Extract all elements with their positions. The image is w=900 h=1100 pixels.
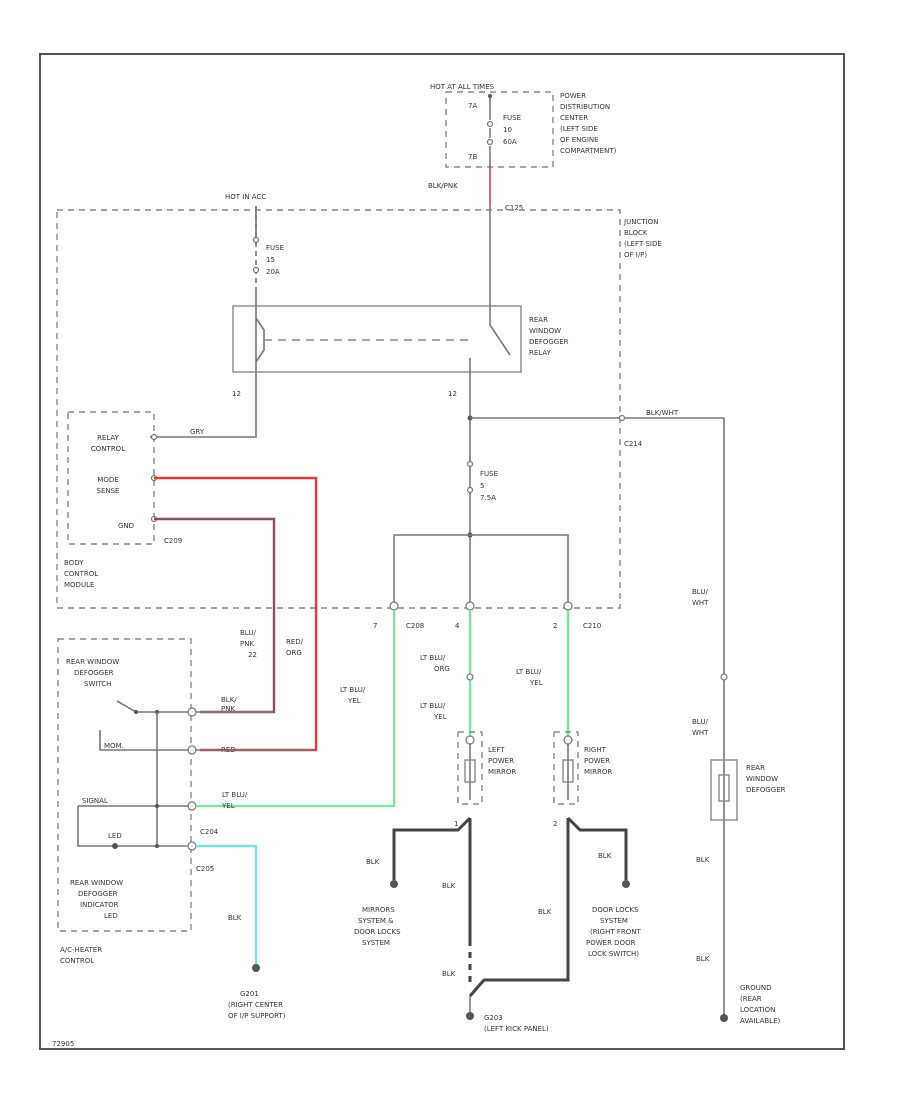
switch-box [57, 638, 192, 932]
left-mirror-pin: 1 [454, 820, 458, 828]
wire-label-blk-pnk: BLK/PNK [221, 696, 237, 713]
junction-block-box [56, 209, 621, 609]
conn-c210: C210 [583, 622, 601, 630]
wire-gry: GRY [190, 428, 205, 436]
wire-label-blk-d: BLK [442, 970, 456, 978]
wire-label-red-org: RED/ORG [286, 638, 304, 657]
wire-label-blk-pnk-top: BLK/PNK [428, 182, 458, 190]
wire-blk-door-locks [566, 816, 628, 880]
wire-label-lt-blu-yel-sw: LT BLU/YEL [221, 791, 248, 810]
diagram-frame [39, 53, 845, 1050]
switch-momentary: MOM. [104, 742, 124, 750]
conn-c208: C208 [406, 622, 424, 630]
bcm-gnd: GND [118, 522, 134, 530]
wire-label-blk-e: BLK [598, 852, 612, 860]
pin-2: 2 [553, 622, 557, 630]
wire-label-lt-blu-yel-rm: LT BLU/YEL [516, 668, 543, 687]
wire-label-blk-c: BLK [442, 882, 456, 890]
pdc-term-7b: 7B [468, 153, 477, 161]
wire-blk-mirrors-sys [392, 816, 472, 880]
switch-signal: SIGNAL [82, 797, 108, 805]
wire-label-blk-g: BLK [696, 856, 710, 864]
pdc-term-7a: 7A [468, 102, 477, 110]
diagram-id: 72905 [52, 1040, 74, 1048]
defogger-element [710, 759, 738, 821]
wire-lt-blu-yel-sw [196, 610, 396, 808]
wire-label-lt-blu-org: LT BLU/ORG [420, 654, 450, 673]
conn-c125: C125 [505, 204, 523, 212]
wire-blk-g201 [196, 844, 258, 966]
wire-label-blu-wht-a: BLU/WHT [692, 588, 709, 607]
conn-c205: C205 [196, 865, 214, 873]
left-mirror-box [457, 731, 483, 805]
conn-c204: C204 [200, 828, 219, 836]
pin-7: 7 [373, 622, 377, 630]
right-mirror-pin: 2 [553, 820, 557, 828]
defogger-relay-box [232, 305, 522, 373]
relay-pin-12a: 12 [232, 390, 241, 398]
wire-label-blk-h: BLK [696, 955, 710, 963]
pin-4: 4 [455, 622, 460, 630]
ground-g203: G203(LEFT KICK PANEL) [484, 1014, 549, 1033]
pdc-box [445, 91, 554, 168]
wire-label-blk-b: BLK [366, 858, 380, 866]
wire-blk-wht-top: BLK/WHT [646, 409, 679, 417]
indicator-led: LED [108, 832, 122, 840]
relay-pin-12b: 12 [448, 390, 457, 398]
wire-label-blk-f: BLK [538, 908, 552, 916]
wire-label-blu-wht-b: BLU/WHT [692, 718, 709, 737]
right-mirror-box [553, 731, 579, 805]
wire-label-lt-blu-yel-lm: LT BLU/YEL [420, 702, 447, 721]
wire-blu-pnk [154, 517, 276, 714]
conn-c214: C214 [624, 440, 643, 448]
jb-hot-label: HOT IN ACC [225, 193, 266, 201]
wire-label-blk-g201: BLK [228, 914, 242, 922]
pdc-hot-label: HOT AT ALL TIMES [430, 83, 495, 91]
bcm-conn-c209: C209 [164, 537, 182, 545]
wire-blk-right-mirror [468, 818, 570, 997]
wire-label-lt-blu-yel-left: LT BLU/YEL [340, 686, 366, 705]
